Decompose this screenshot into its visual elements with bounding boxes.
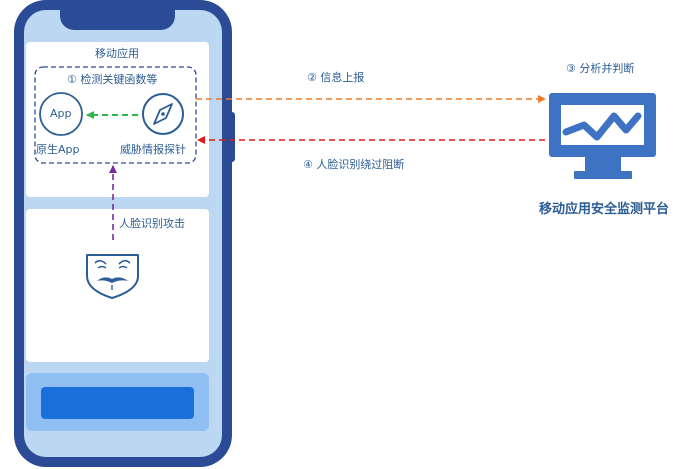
bottom-action-bar[interactable] [41,387,194,419]
app-icon-text: App [50,107,72,120]
face-attack-label: 人脸识别攻击 [119,217,185,230]
step2-label: ② 信息上报 [307,71,365,84]
monitor-chart-icon [549,93,656,179]
phone-notch [60,0,175,30]
native-app-label: 原生App [36,143,80,156]
app-circle [39,92,83,136]
platform-label: 移动应用安全监测平台 [539,202,670,217]
compass-icon [142,93,184,135]
phone-side-button [230,112,235,162]
threat-probe-label: 威胁情报探针 [120,143,186,156]
mobile-app-title: 移动应用 [95,47,139,60]
step3-label: ③ 分析并判断 [566,62,635,75]
step4-label: ④ 人脸识别绕过阻断 [303,158,405,171]
anonymous-mask-icon [86,254,139,299]
detection-dashed-box [34,66,197,164]
step1-label: ① 检测关键函数等 [67,73,158,86]
